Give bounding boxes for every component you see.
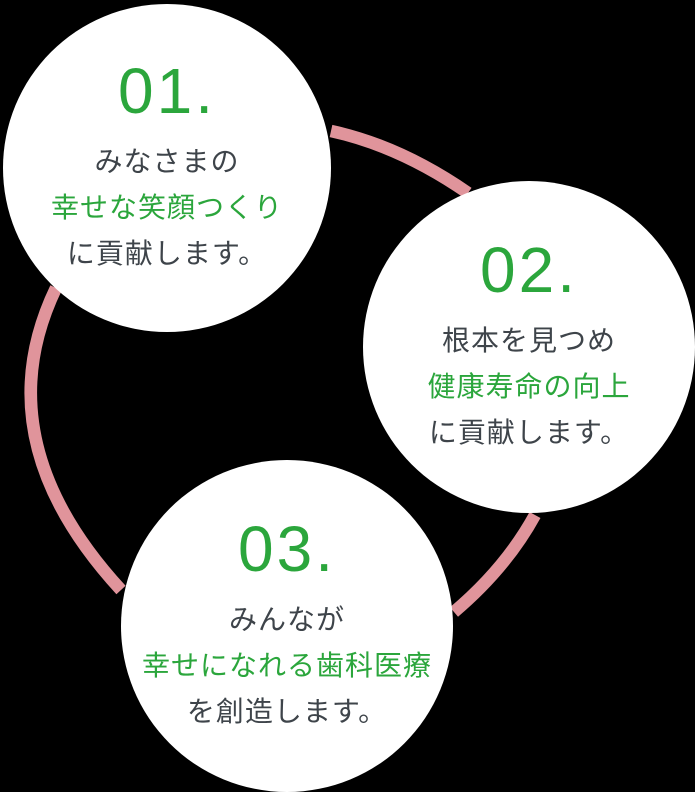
mission-2-line-2: 健康寿命の向上 xyxy=(427,371,631,402)
mission-card-3: 03. みんなが 幸せになれる歯科医療 を創造します。 xyxy=(121,460,453,792)
mission-1-line-2: 幸せな笑顔つくり xyxy=(50,192,283,223)
mission-1-line-1: みなさまの xyxy=(94,146,240,177)
arc-top-icon xyxy=(329,124,472,199)
arc-left-icon xyxy=(24,285,126,595)
mission-2-number: 02. xyxy=(480,234,578,306)
mission-3-line-3: を創造します。 xyxy=(186,696,388,727)
mission-3-line-2: 幸せになれる歯科医療 xyxy=(141,650,432,681)
mission-card-1: 01. みなさまの 幸せな笑顔つくり に貢献します。 xyxy=(3,4,331,332)
mission-3-line-1: みんなが xyxy=(228,604,345,635)
mission-2-line-3: に貢献します。 xyxy=(428,417,630,448)
mission-1-number: 01. xyxy=(118,55,216,127)
mission-1-line-3: に貢献します。 xyxy=(66,238,268,269)
mission-3-number: 03. xyxy=(238,513,336,585)
arc-bottom-right-icon xyxy=(449,511,541,617)
mission-card-2: 02. 根本を見つめ 健康寿命の向上 に貢献します。 xyxy=(363,181,695,513)
mission-2-line-1: 根本を見つめ xyxy=(441,325,616,356)
